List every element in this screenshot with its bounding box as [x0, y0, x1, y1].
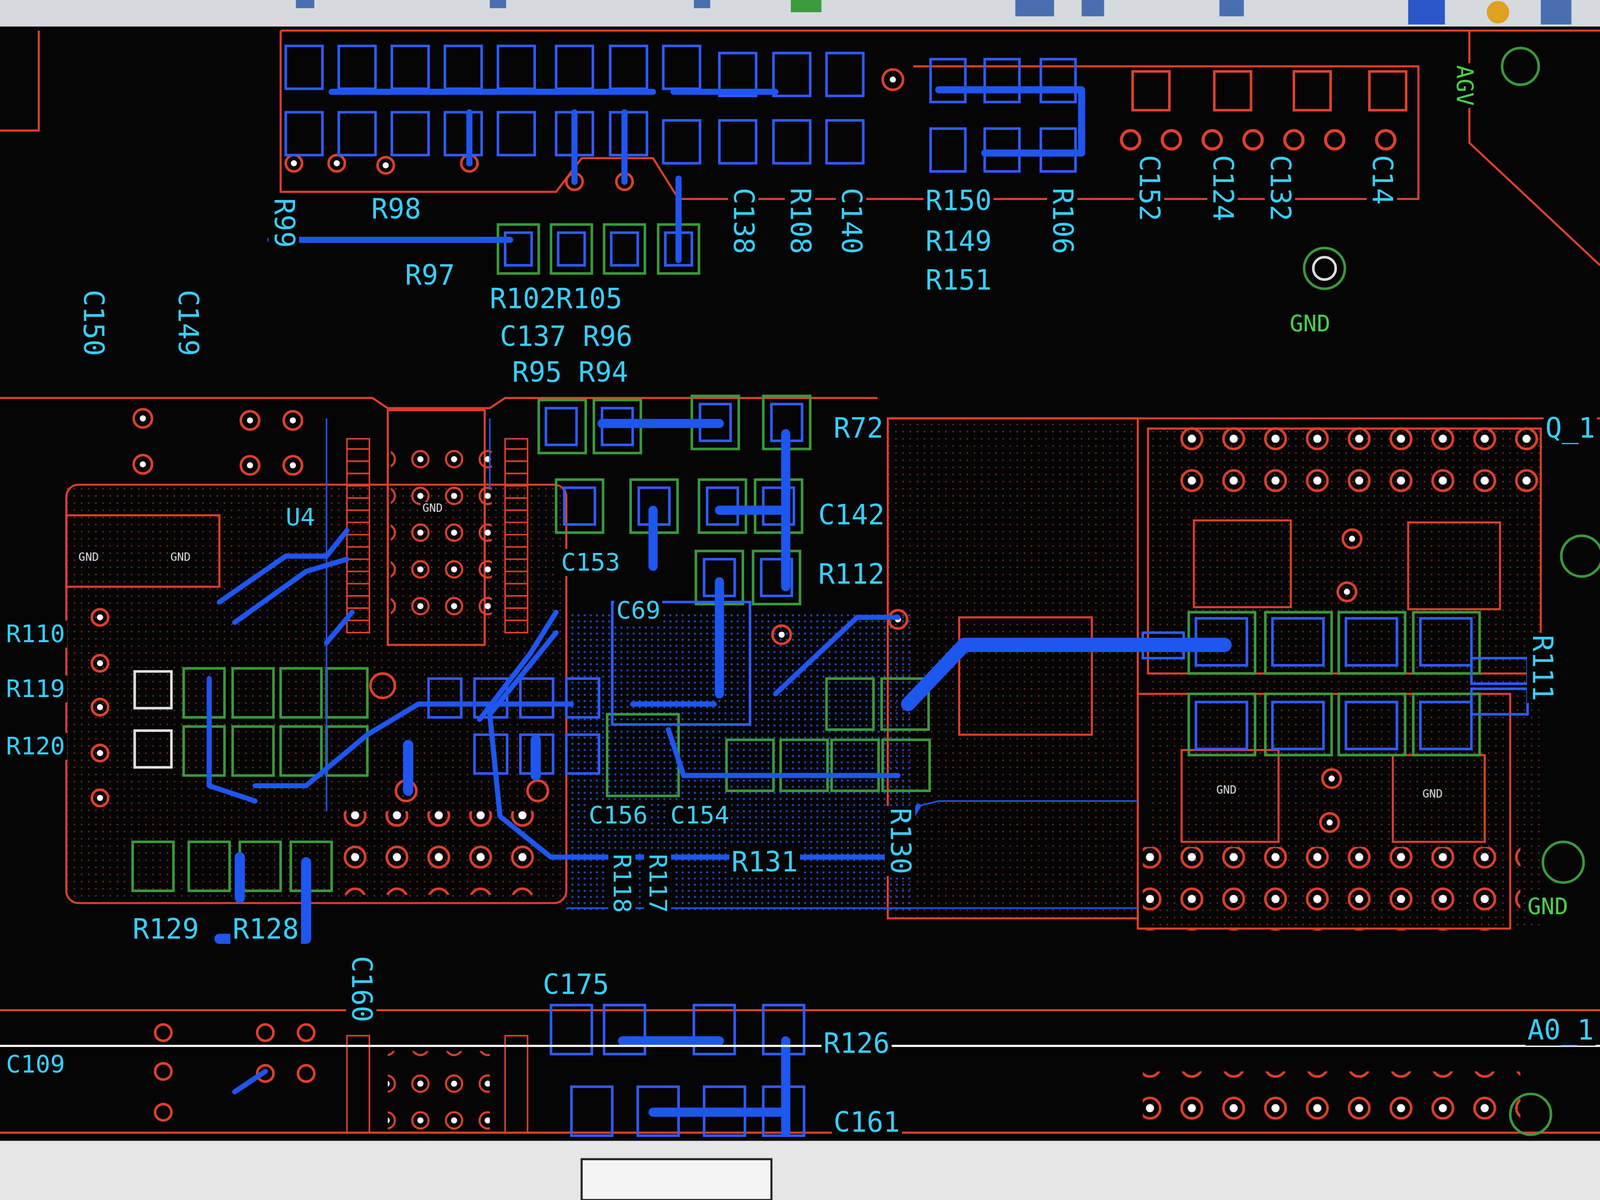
- part-label: C140: [836, 185, 867, 256]
- part-label: C69: [614, 597, 663, 625]
- part-label: R120: [3, 732, 67, 760]
- part-label: R106: [1047, 185, 1078, 256]
- part-label: C124: [1207, 152, 1238, 224]
- part-label: R149: [923, 226, 994, 257]
- part-label: C150: [77, 287, 109, 358]
- part-label: C156: [586, 801, 650, 829]
- part-label: C149: [173, 287, 204, 358]
- part-label: R129: [130, 914, 201, 945]
- part-label: AGV: [1451, 63, 1477, 108]
- part-label: GND: [420, 501, 445, 515]
- part-label: R110: [3, 620, 67, 648]
- part-label: R131: [729, 847, 800, 878]
- part-label: GND: [1214, 783, 1239, 797]
- part-label: C14: [1366, 152, 1398, 207]
- part-label: R130: [885, 805, 916, 876]
- part-label: R97: [402, 260, 457, 291]
- part-label: GND: [1287, 311, 1333, 336]
- part-label: R98: [369, 194, 424, 225]
- part-label: R151: [923, 265, 994, 296]
- part-label: C153: [559, 549, 623, 576]
- part-label: GND: [168, 550, 193, 564]
- part-label: R112: [816, 559, 887, 590]
- part-label: C142: [816, 500, 887, 531]
- part-label: C160: [346, 953, 377, 1025]
- part-label: A0_1: [1525, 1015, 1596, 1046]
- part-label: R128: [230, 914, 301, 945]
- part-label: C152: [1133, 152, 1165, 224]
- part-label: R108: [785, 185, 816, 256]
- part-label: GND: [1420, 787, 1445, 800]
- part-label: R118: [608, 851, 636, 915]
- part-label: R72: [831, 413, 886, 444]
- part-label: U4: [283, 503, 318, 531]
- part-label: R111: [1526, 632, 1558, 703]
- part-label: R95 R94: [510, 357, 631, 388]
- part-label: C132: [1264, 152, 1296, 224]
- part-label: C161: [831, 1107, 902, 1138]
- part-label: R150: [923, 185, 994, 217]
- part-label: C137 R96: [498, 321, 635, 352]
- part-label: GND: [76, 550, 101, 564]
- part-label: C154: [668, 801, 731, 829]
- part-label: C138: [727, 185, 759, 256]
- part-label: R102R105: [487, 283, 625, 315]
- part-label: R119: [3, 675, 67, 703]
- part-label: R117: [644, 851, 672, 915]
- part-label: R126: [821, 1028, 892, 1059]
- part-label: C175: [540, 969, 611, 1000]
- part-label: Q_1: [1543, 413, 1598, 444]
- part-label: C109: [3, 1050, 67, 1078]
- part-label: GND: [1525, 894, 1571, 919]
- part-label: R99: [268, 196, 300, 250]
